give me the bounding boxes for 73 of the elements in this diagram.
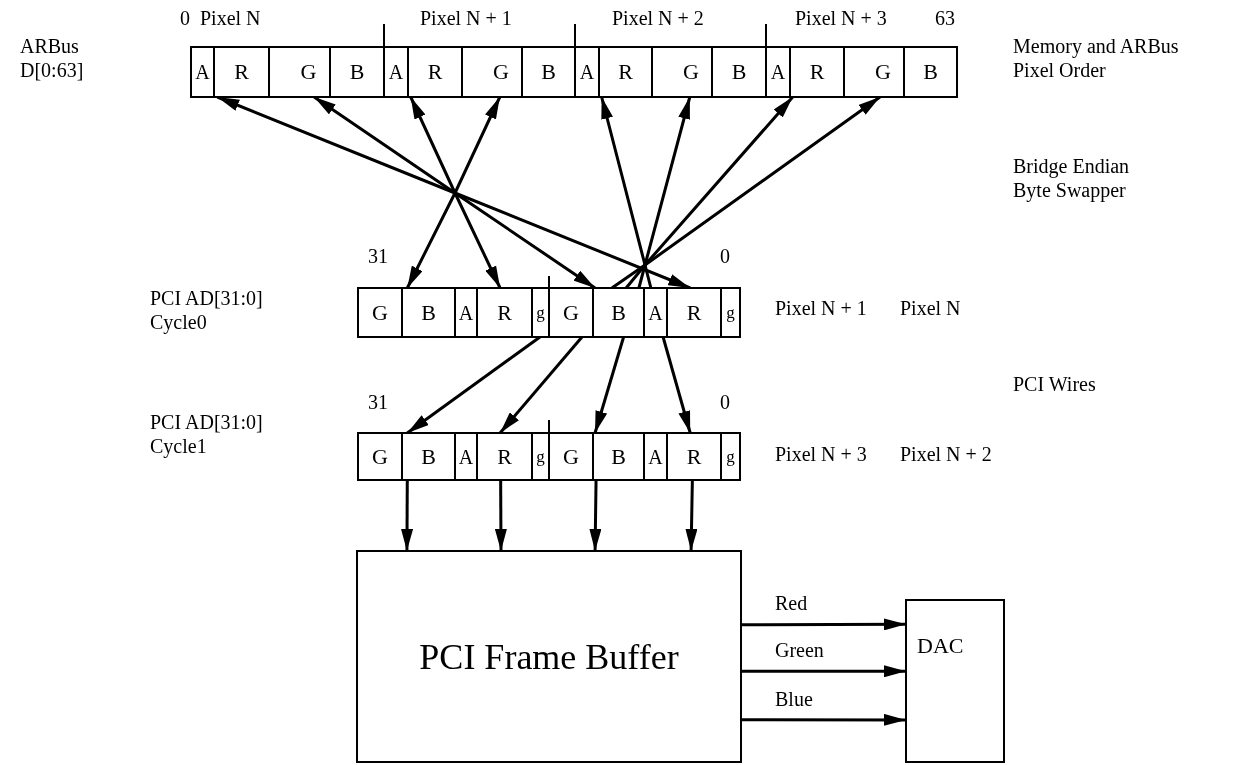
label-text: 0 xyxy=(720,244,730,268)
arrow xyxy=(637,96,692,289)
arrow xyxy=(406,335,541,435)
byte-field: G xyxy=(651,46,713,98)
byte-field: G xyxy=(357,432,403,481)
label-text: ARBus D[0:63] xyxy=(20,34,85,82)
byte-field: R xyxy=(213,46,270,98)
process-block: DAC xyxy=(905,599,1005,763)
byte-field: A xyxy=(190,46,215,98)
byte-field: G xyxy=(268,46,331,98)
arrow xyxy=(600,96,653,289)
arrow xyxy=(593,336,626,434)
byte-field: B xyxy=(401,432,456,481)
byte-field: R xyxy=(476,287,533,338)
process-block: PCI Frame Buffer xyxy=(356,550,742,763)
arrow xyxy=(661,336,692,434)
byte-field: B xyxy=(903,46,958,98)
byte-field: A xyxy=(643,432,668,481)
arrow xyxy=(625,96,794,289)
byte-field: G xyxy=(548,432,594,481)
byte-field: G xyxy=(357,287,403,338)
byte-field: g xyxy=(720,287,741,338)
label-text: Pixel N xyxy=(900,296,961,320)
byte-field: R xyxy=(407,46,463,98)
label-text: Pixel N + 1 xyxy=(420,6,512,30)
label-text: Memory and ARBus Pixel Order xyxy=(1013,34,1180,82)
label-text: Pixel N + 3 xyxy=(775,442,867,466)
label-text: 0 xyxy=(180,6,190,30)
arrow xyxy=(685,479,698,552)
label-text: Pixel N + 2 xyxy=(612,6,704,30)
arrow xyxy=(741,713,906,726)
arrow xyxy=(589,479,602,552)
label-text: Bridge Endian Byte Swapper xyxy=(1013,154,1131,202)
byte-field: G xyxy=(461,46,523,98)
byte-field: R xyxy=(476,432,533,481)
arrow xyxy=(611,95,881,290)
label-text: 0 xyxy=(720,390,730,414)
byte-field: A xyxy=(643,287,668,338)
label-text: 31 xyxy=(368,244,388,268)
byte-field: B xyxy=(401,287,456,338)
arrow xyxy=(313,95,596,290)
byte-field: g xyxy=(720,432,741,481)
byte-field: B xyxy=(592,287,645,338)
label-text: PCI Wires xyxy=(1013,372,1096,396)
byte-field: R xyxy=(666,432,722,481)
byte-field: A xyxy=(383,46,409,98)
byte-field: A xyxy=(454,287,478,338)
byte-field: A xyxy=(454,432,478,481)
byte-field: B xyxy=(592,432,645,481)
arrow xyxy=(741,618,906,631)
label-text: Pixel N xyxy=(200,6,261,30)
arrow xyxy=(216,95,691,290)
byte-field: G xyxy=(548,287,594,338)
label-text: Pixel N + 1 xyxy=(775,296,867,320)
byte-field: B xyxy=(521,46,576,98)
byte-field: R xyxy=(598,46,653,98)
label-text: 63 xyxy=(935,6,955,30)
arrow xyxy=(498,336,584,434)
byte-field: R xyxy=(666,287,722,338)
label-text: Pixel N + 3 xyxy=(795,6,887,30)
byte-field: B xyxy=(329,46,385,98)
arrow xyxy=(494,480,507,551)
label-text: 31 xyxy=(368,390,388,414)
label-text: PCI AD[31:0] Cycle1 xyxy=(150,410,264,458)
label-text: PCI AD[31:0] Cycle0 xyxy=(150,286,264,334)
byte-field: A xyxy=(765,46,791,98)
byte-field: G xyxy=(843,46,905,98)
arrow xyxy=(741,665,906,678)
byte-field: R xyxy=(789,46,845,98)
label-text: Pixel N + 2 xyxy=(900,442,992,466)
byte-field: A xyxy=(574,46,600,98)
byte-field: B xyxy=(711,46,767,98)
arrow xyxy=(401,480,414,551)
